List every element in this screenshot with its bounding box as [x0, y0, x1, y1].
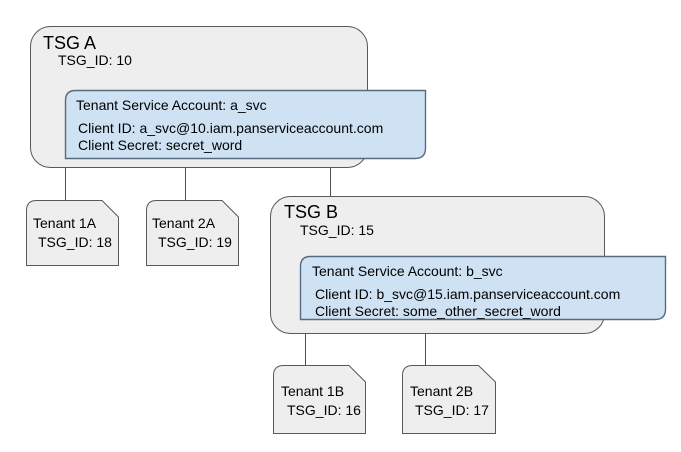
- service-account-b-box: [299, 255, 667, 321]
- tenant-2b-name: Tenant 2B: [410, 383, 474, 399]
- tenant-2a-id: TSG_ID: 19: [158, 234, 232, 250]
- tsg-a-id: TSG_ID: 10: [58, 52, 132, 68]
- tenant-1a-id: TSG_ID: 18: [38, 234, 112, 250]
- service-account-a-box: [64, 89, 427, 160]
- tenant-2a-name: Tenant 2A: [152, 215, 216, 231]
- tenant-2b-box: [402, 365, 496, 434]
- tenant-1a-box: [26, 200, 119, 266]
- tsg-a-title: TSG A: [43, 33, 97, 53]
- tenant-2a-box: [146, 200, 239, 266]
- tsg-a-sa-title: Tenant Service Account: a_svc: [76, 97, 267, 113]
- tsg-b-title: TSG B: [284, 202, 339, 222]
- tsg-b-id: TSG_ID: 15: [300, 222, 374, 238]
- tsg-b-sa-client-id: Client ID: b_svc@15.iam.panserviceaccoun…: [315, 286, 621, 302]
- tsg-a-sa-client-id: Client ID: a_svc@10.iam.panserviceaccoun…: [78, 120, 384, 136]
- tsg-b-sa-secret: Client Secret: some_other_secret_word: [315, 303, 561, 319]
- tenant-1b-name: Tenant 1B: [281, 383, 345, 399]
- tsg-b-sa-title: Tenant Service Account: b_svc: [312, 263, 503, 279]
- tenant-1a-name: Tenant 1A: [33, 215, 97, 231]
- tenant-1b-box: [273, 365, 366, 434]
- tsg-a-sa-secret: Client Secret: secret_word: [78, 137, 243, 153]
- tenant-2b-id: TSG_ID: 17: [415, 402, 489, 418]
- tenant-1b-id: TSG_ID: 16: [287, 402, 361, 418]
